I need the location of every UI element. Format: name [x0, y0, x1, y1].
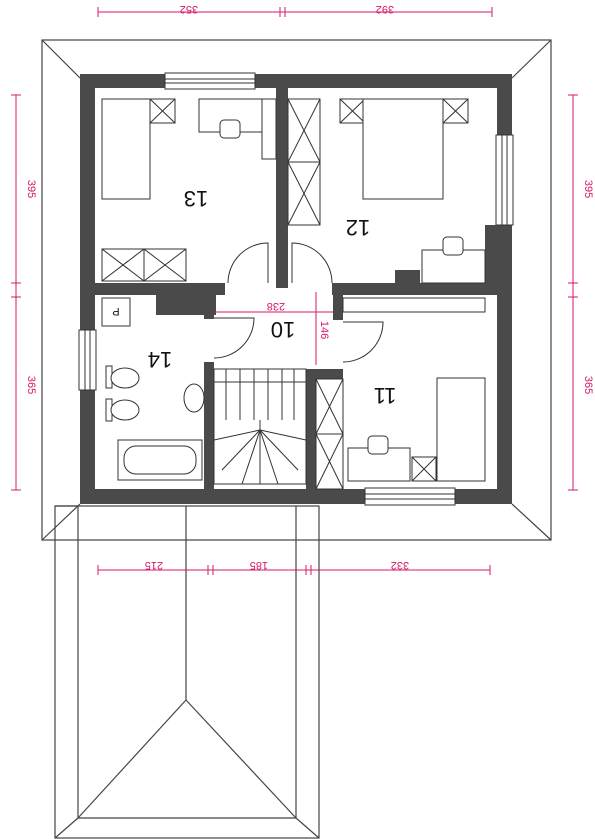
interior-walls [95, 88, 497, 490]
room-label-14: 14 [148, 347, 172, 372]
dim-top-left: 352 [180, 3, 198, 15]
dim-bottom-right: 332 [391, 559, 409, 571]
room-13-furniture [101, 98, 277, 282]
dim-left-upper: 395 [25, 180, 37, 198]
p-box-label: P [112, 305, 119, 317]
room-label-10: 10 [271, 317, 295, 342]
dim-hall-width: 238 [267, 300, 285, 312]
dim-left-lower: 365 [25, 376, 37, 394]
dim-right-upper: 395 [582, 180, 594, 198]
doors [213, 242, 384, 363]
room-11-furniture [315, 297, 486, 490]
dim-hall-depth: 146 [318, 321, 330, 339]
dim-top-right: 392 [376, 3, 394, 15]
staircase [213, 368, 307, 485]
dim-bottom-mid: 185 [250, 559, 268, 571]
room-label-12: 12 [346, 215, 370, 240]
room-14-fixtures [101, 297, 205, 481]
room-label-13: 13 [184, 186, 208, 211]
hall-dimensions [214, 292, 333, 365]
room-12-furniture [287, 98, 486, 284]
room-label-11: 11 [374, 383, 397, 408]
outer-dimensions [11, 7, 578, 575]
windows [78, 72, 514, 506]
dim-right-lower: 365 [582, 376, 594, 394]
dim-bottom-left: 215 [145, 559, 163, 571]
porch-roof [54, 505, 320, 839]
